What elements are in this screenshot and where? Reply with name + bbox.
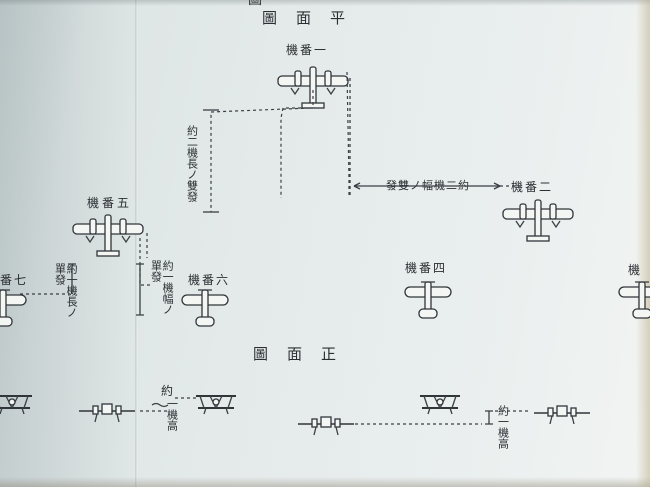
aircraft-4-label: 四番機 [405,261,448,275]
front-biplane-center [195,395,237,415]
aircraft-7-icon [0,289,27,327]
height-left-label-vertical: 一機高 [165,398,179,431]
spacing-double-length: 約二機長ノ雙發 [185,125,199,202]
aircraft-8-icon [618,281,650,319]
width-arrow-heads [353,182,501,190]
plan-view-title: 平 面 圖 [262,9,348,27]
height-bracket [485,410,493,425]
aircraft-5-label: 五番機 [87,196,133,210]
front-monoplane-center [297,416,355,436]
aircraft-4-icon [404,281,452,319]
spacing-single-width: 約一機幅ノ單發 [149,260,175,315]
height-right-label: 約一機高 [496,405,510,449]
height-symbol [151,402,169,408]
guide-line-3 [346,71,350,195]
aircraft-5-icon [72,214,144,257]
width-bracket [136,263,144,316]
top-edge [0,0,650,6]
height-left-label: 約 [161,384,174,398]
bottom-edge [0,477,650,487]
aircraft-6-icon [181,289,229,327]
right-edge [636,0,650,487]
aircraft-2-label: 二番機 [511,180,554,194]
front-biplane-right [419,395,461,415]
front-view-title: 正 面 圖 [253,345,339,363]
aircraft-6-label: 六番機 [188,273,231,287]
guide-line-1 [280,90,314,198]
aircraft-8-label: 機 [628,263,641,277]
aircraft-1-label: 一番機 [286,43,329,57]
aircraft-2-icon [502,199,574,242]
page-fold [135,0,138,487]
cut-title: 圖 [248,0,262,8]
aircraft-1-icon [277,66,349,109]
guide-line-2 [210,107,311,212]
front-monoplane-left [78,403,136,423]
length-bracket [68,263,76,294]
front-biplane-left [0,395,33,415]
guide-line-6 [139,238,150,286]
front-monoplane-right [533,405,591,425]
aircraft-7-label: 七番 [0,273,29,287]
